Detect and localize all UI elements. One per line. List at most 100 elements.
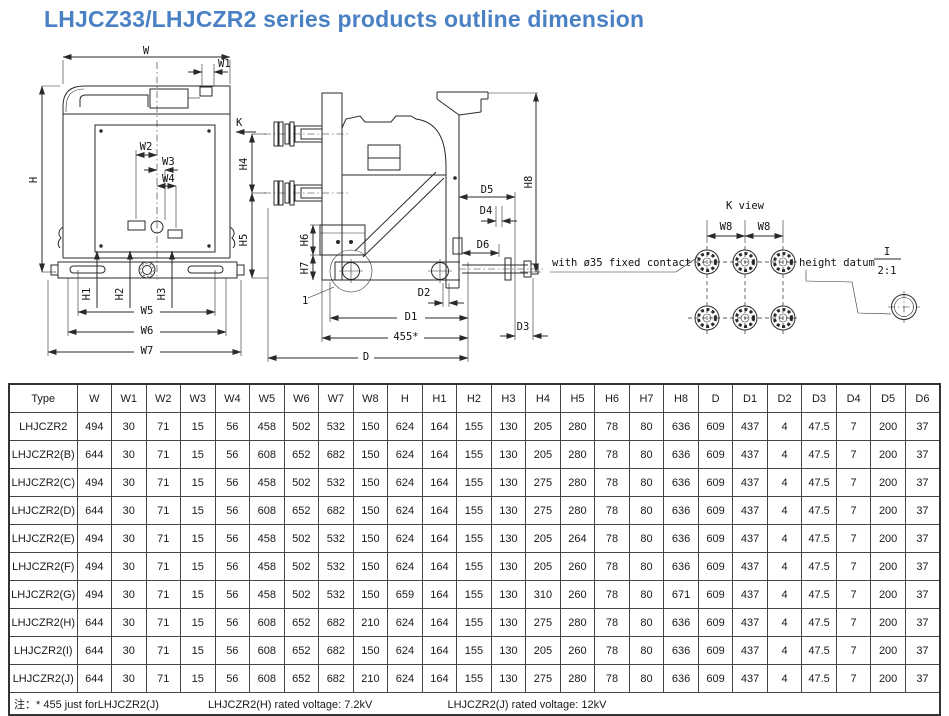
value-cell: 275 <box>525 664 561 693</box>
value-cell: 636 <box>663 440 699 469</box>
column-header: W8 <box>352 383 389 413</box>
value-cell: 275 <box>525 468 561 497</box>
value-cell: 7 <box>835 636 872 665</box>
value-cell: 164 <box>421 468 458 497</box>
note-cell: 注：* 455 just forLHJCZR2(J) LHJCZR2(H) ra… <box>8 692 941 716</box>
value-cell: 7 <box>835 608 872 637</box>
value-cell: 608 <box>249 636 285 665</box>
type-cell: LHJCZR2(E) <box>8 524 78 553</box>
column-header: W2 <box>145 383 182 413</box>
value-cell: 260 <box>559 552 596 581</box>
k-view-title: K view <box>726 200 765 212</box>
value-cell: 164 <box>421 580 458 609</box>
value-cell: 280 <box>559 608 596 637</box>
value-cell: 205 <box>525 412 561 441</box>
value-cell: 260 <box>559 636 596 665</box>
value-cell: 264 <box>559 524 596 553</box>
dim-label-w4: W4 <box>162 173 175 185</box>
value-cell: 458 <box>249 552 285 581</box>
value-cell: 260 <box>559 580 596 609</box>
value-cell: 636 <box>663 468 699 497</box>
value-cell: 4 <box>766 440 803 469</box>
value-cell: 71 <box>145 440 182 469</box>
value-cell: 130 <box>490 412 527 441</box>
value-cell: 275 <box>525 608 561 637</box>
value-cell: 609 <box>697 580 734 609</box>
value-cell: 15 <box>180 468 216 497</box>
value-cell: 437 <box>732 440 768 469</box>
value-cell: 682 <box>318 496 354 525</box>
dim-label-w1: W1 <box>218 58 231 70</box>
table-foot: 注：* 455 just forLHJCZR2(J) LHJCZR2(H) ra… <box>8 692 941 716</box>
value-cell: 80 <box>628 580 665 609</box>
value-cell: 502 <box>283 524 320 553</box>
value-cell: 636 <box>663 524 699 553</box>
value-cell: 609 <box>697 552 734 581</box>
value-cell: 624 <box>387 524 423 553</box>
value-cell: 4 <box>766 664 803 693</box>
value-cell: 437 <box>732 496 768 525</box>
value-cell: 37 <box>904 636 941 665</box>
dim-label-h5: H5 <box>238 234 250 247</box>
column-header: W3 <box>180 383 216 413</box>
value-cell: 37 <box>904 664 941 693</box>
value-cell: 280 <box>559 664 596 693</box>
type-cell: LHJCZR2(B) <box>8 440 78 469</box>
value-cell: 437 <box>732 412 768 441</box>
value-cell: 624 <box>387 552 423 581</box>
value-cell: 155 <box>456 664 492 693</box>
column-header: H3 <box>490 383 527 413</box>
value-cell: 4 <box>766 608 803 637</box>
value-cell: 15 <box>180 440 216 469</box>
dim-label-w6: W6 <box>141 325 154 337</box>
value-cell: 4 <box>766 636 803 665</box>
note-prefix: 注：* 455 just forLHJCZR2(J) <box>14 698 159 711</box>
value-cell: 155 <box>456 552 492 581</box>
value-cell: 200 <box>870 552 906 581</box>
value-cell: 636 <box>663 664 699 693</box>
height-datum-note: height datum <box>799 257 875 269</box>
callout-1-label: 1 <box>302 295 308 307</box>
dim-label-d: D <box>363 351 369 363</box>
type-cell: LHJCZR2(D) <box>8 496 78 525</box>
value-cell: 624 <box>387 496 423 525</box>
value-cell: 37 <box>904 580 941 609</box>
value-cell: 15 <box>180 412 216 441</box>
value-cell: 644 <box>76 608 113 637</box>
value-cell: 130 <box>490 580 527 609</box>
value-cell: 30 <box>111 440 147 469</box>
value-cell: 636 <box>663 496 699 525</box>
value-cell: 164 <box>421 440 458 469</box>
value-cell: 78 <box>594 412 630 441</box>
value-cell: 671 <box>663 580 699 609</box>
outline-drawings: W W1 H W2 W3 W4 H1 H2 <box>28 45 920 363</box>
value-cell: 15 <box>180 552 216 581</box>
value-cell: 636 <box>663 636 699 665</box>
value-cell: 458 <box>249 412 285 441</box>
value-cell: 437 <box>732 524 768 553</box>
value-cell: 205 <box>525 636 561 665</box>
value-cell: 80 <box>628 608 665 637</box>
value-cell: 164 <box>421 552 458 581</box>
value-cell: 47.5 <box>801 524 837 553</box>
value-cell: 150 <box>352 524 389 553</box>
value-cell: 624 <box>387 440 423 469</box>
value-cell: 532 <box>318 468 354 497</box>
value-cell: 150 <box>352 412 389 441</box>
dim-label-w8-left: W8 <box>720 221 733 233</box>
type-cell: LHJCZR2(H) <box>8 608 78 637</box>
value-cell: 71 <box>145 580 182 609</box>
value-cell: 280 <box>559 468 596 497</box>
value-cell: 78 <box>594 608 630 637</box>
column-header: W5 <box>249 383 285 413</box>
column-header: H <box>387 383 423 413</box>
note-right: LHJCZR2(J) rated voltage: 12kV <box>447 698 607 711</box>
value-cell: 155 <box>456 496 492 525</box>
dim-label-h2: H2 <box>114 288 126 301</box>
